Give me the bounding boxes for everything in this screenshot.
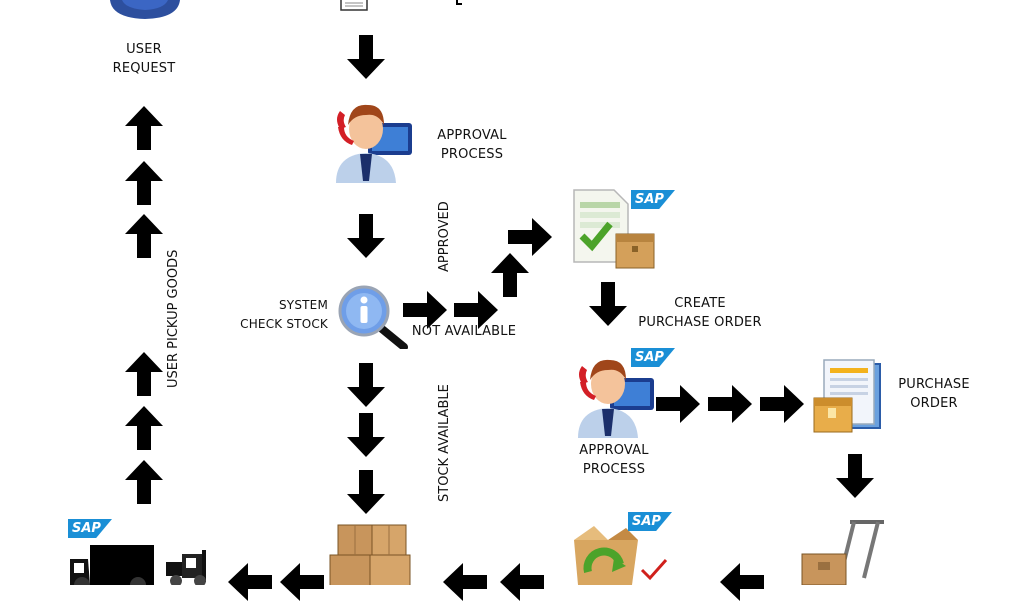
arrow-approved-up	[491, 253, 529, 297]
request-form-icon	[340, 0, 368, 11]
truck-icon	[70, 545, 154, 585]
approved-label: APPROVED	[437, 201, 452, 272]
arrow-check-down-1	[347, 363, 385, 407]
arrow-pickup-up-1	[125, 106, 163, 150]
hand-truck-icon	[801, 520, 884, 585]
sap-badge-truck: SAP	[68, 519, 112, 538]
goods-receipt-icon	[574, 526, 668, 585]
arrow-approval-to-po-2	[708, 385, 752, 423]
sap-document-icon	[573, 189, 655, 269]
arrow-bottom-left-2	[280, 563, 324, 601]
sap-badge-top: SAP	[631, 190, 675, 209]
purchase-order-icon	[813, 359, 881, 433]
stock-boxes-icon	[329, 524, 411, 585]
arrow-bottom-left-1	[228, 563, 272, 601]
user-icon	[110, 0, 180, 19]
arrow-check-down-3	[347, 470, 385, 514]
arrow-pickup-up-3	[125, 214, 163, 258]
arrow-pickup-up-2	[125, 161, 163, 205]
arrow-not-available-2	[454, 291, 498, 329]
approver-icon	[336, 104, 412, 183]
arrow-approval-to-po-1	[656, 385, 700, 423]
arrow-bottom-left-3	[443, 563, 487, 601]
arrow-bottom-left-5	[720, 563, 764, 601]
arrow-approval-to-po-3	[760, 385, 804, 423]
arrow-approval-to-check	[347, 214, 385, 258]
arrow-po-down	[836, 454, 874, 498]
arrow-bottom-left-4	[500, 563, 544, 601]
arrow-request-to-approval	[347, 35, 385, 79]
stock-available-label: STOCK AVAILABLE	[437, 384, 452, 502]
arrow-document-down	[589, 282, 627, 326]
arrow-not-available-1	[403, 291, 447, 329]
info-search-icon	[338, 285, 408, 349]
user-pickup-goods-label: USER PICKUP GOODS	[166, 249, 181, 388]
not-available-label: NOT AVAILABLE	[411, 324, 517, 339]
small-arrow-icon	[456, 0, 462, 5]
arrow-pickup-up-6	[125, 460, 163, 504]
arrow-approved-right	[508, 218, 552, 256]
arrow-check-down-2	[347, 413, 385, 457]
forklift-icon	[166, 550, 206, 585]
arrow-pickup-up-5	[125, 406, 163, 450]
arrow-pickup-up-4	[125, 352, 163, 396]
sap-badge-approver: SAP	[631, 348, 675, 367]
sap-approver-icon	[578, 359, 654, 438]
